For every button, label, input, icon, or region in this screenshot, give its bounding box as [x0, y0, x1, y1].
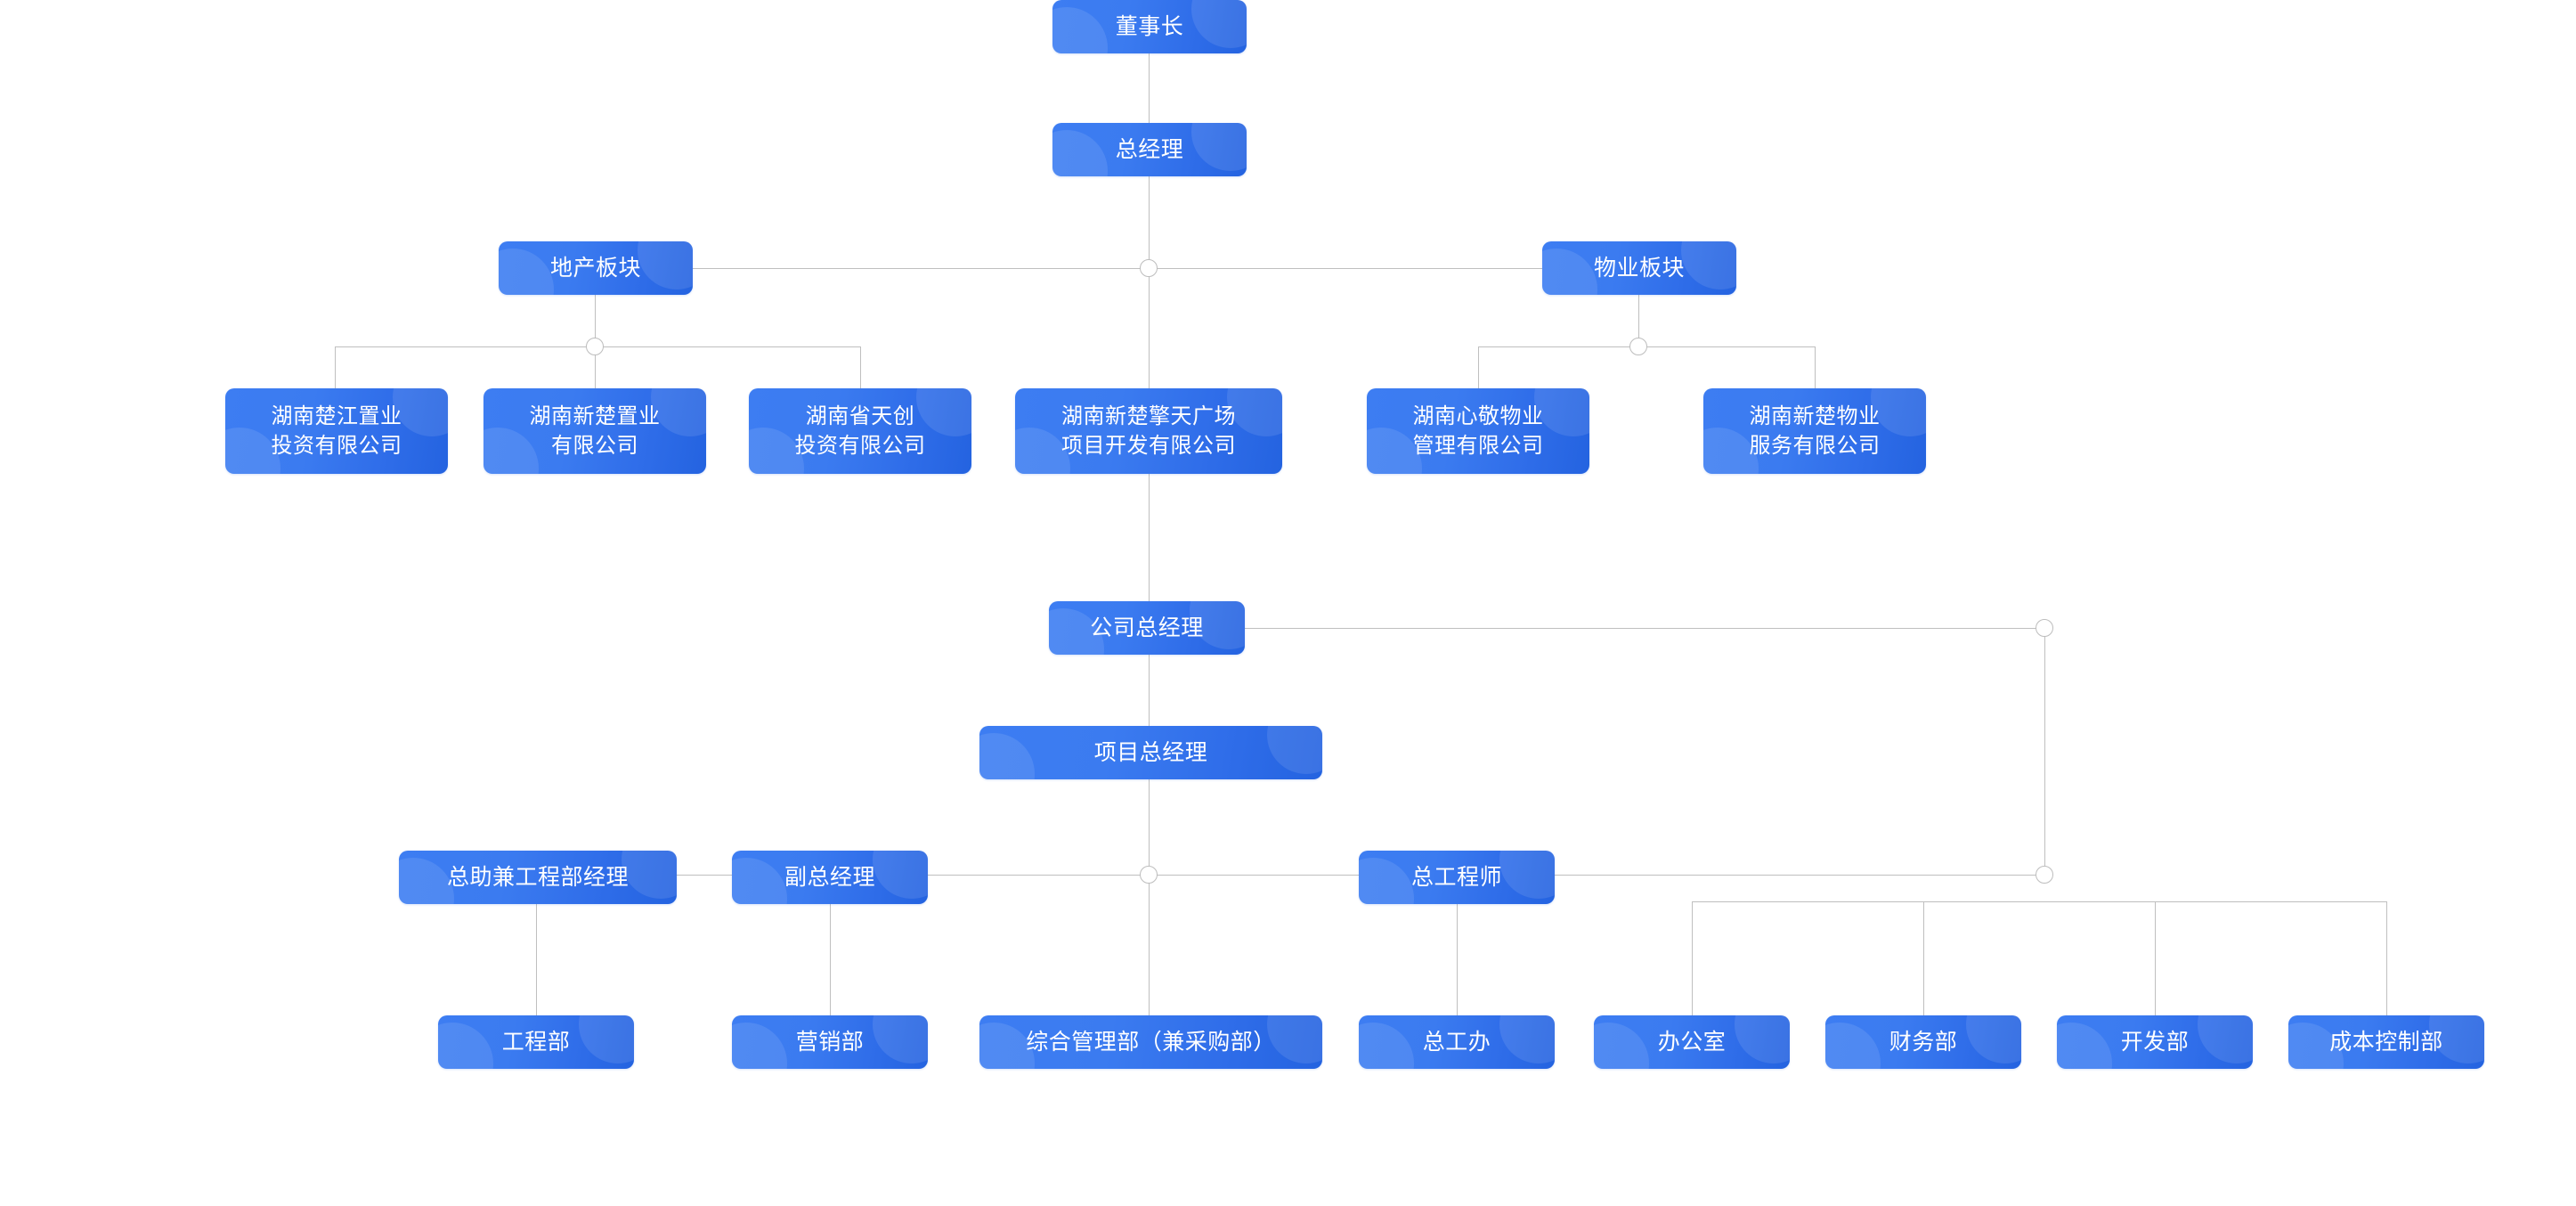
node-property-division-label: 物业板块: [1593, 255, 1685, 281]
node-chief-engineer[interactable]: 总工程师: [1359, 851, 1555, 904]
junction-division-bus: [1140, 259, 1158, 277]
connector-stub-chujiang: [335, 346, 336, 388]
connector-stub-finance: [1923, 901, 1924, 1015]
connector-stub-chief-eng-office: [1457, 904, 1458, 1015]
connector-stub-development: [2155, 901, 2156, 1015]
node-deputy-gm[interactable]: 副总经理: [732, 851, 928, 904]
connector-company-gm-right-bus: [1149, 628, 2044, 629]
junction-right-branch-top: [2036, 619, 2053, 637]
node-chief-engineer-label: 总工程师: [1410, 864, 1502, 890]
node-dept-engineering-label: 工程部: [501, 1029, 571, 1055]
node-company-tianchuang-label: 湖南省天创 投资有限公司: [794, 403, 926, 458]
connector-real-estate-drop: [595, 268, 596, 346]
connector-stub-xinchu-wuye: [1815, 346, 1816, 388]
node-deputy-gm-label: 副总经理: [784, 864, 875, 890]
node-company-xinchu-zhiye[interactable]: 湖南新楚置业 有限公司: [484, 388, 706, 474]
node-dept-cost-control-label: 成本控制部: [2329, 1029, 2443, 1055]
node-dept-office[interactable]: 办公室: [1594, 1015, 1790, 1069]
junction-manager-bus: [1140, 866, 1158, 884]
connector-gm-to-division-bus: [1149, 176, 1150, 268]
node-general-manager-label: 总经理: [1115, 136, 1184, 162]
node-dept-marketing-label: 营销部: [795, 1029, 865, 1055]
node-company-chujiang-label: 湖南楚江置业 投资有限公司: [271, 403, 402, 458]
node-company-xinchu-wuye-label: 湖南新楚物业 服务有限公司: [1749, 403, 1881, 458]
node-dept-cost-control[interactable]: 成本控制部: [2288, 1015, 2484, 1069]
node-dept-general-admin-label: 综合管理部（兼采购部）: [1026, 1029, 1276, 1055]
node-dept-finance-label: 财务部: [1889, 1029, 1958, 1055]
node-company-xinjing[interactable]: 湖南心敬物业 管理有限公司: [1367, 388, 1589, 474]
connector-stub-xinchu-zhiye: [595, 346, 596, 388]
connector-stub-engineering: [536, 904, 537, 1015]
connector-chairman-to-gm: [1149, 53, 1150, 123]
junction-property-bus: [1629, 338, 1647, 355]
node-assistant-eng-manager-label: 总助兼工程部经理: [446, 864, 629, 890]
node-chairman[interactable]: 董事长: [1052, 0, 1247, 53]
node-dept-marketing[interactable]: 营销部: [732, 1015, 928, 1069]
node-dept-general-admin[interactable]: 综合管理部（兼采购部）: [979, 1015, 1322, 1069]
node-company-gm-label: 公司总经理: [1090, 615, 1204, 640]
node-company-qingtian[interactable]: 湖南新楚擎天广场 项目开发有限公司: [1015, 388, 1282, 474]
junction-real-estate-bus: [586, 338, 604, 355]
connector-project-gm-to-manager-bus: [1149, 779, 1150, 875]
node-real-estate-division[interactable]: 地产板块: [499, 241, 693, 295]
node-company-xinchu-zhiye-label: 湖南新楚置业 有限公司: [529, 403, 661, 458]
node-project-gm-label: 项目总经理: [1093, 739, 1208, 765]
node-real-estate-division-label: 地产板块: [549, 255, 641, 281]
node-dept-engineering[interactable]: 工程部: [438, 1015, 634, 1069]
node-project-gm[interactable]: 项目总经理: [979, 726, 1322, 779]
connector-stub-xinjing: [1478, 346, 1479, 388]
node-property-division[interactable]: 物业板块: [1542, 241, 1736, 295]
node-company-gm[interactable]: 公司总经理: [1049, 601, 1245, 655]
node-company-chujiang[interactable]: 湖南楚江置业 投资有限公司: [225, 388, 448, 474]
node-chairman-label: 董事长: [1115, 13, 1184, 39]
connector-right-dept-bus: [1692, 901, 2386, 902]
node-dept-chief-eng-office-label: 总工办: [1422, 1029, 1491, 1055]
node-dept-finance[interactable]: 财务部: [1825, 1015, 2021, 1069]
connector-right-branch-vertical: [2044, 628, 2045, 875]
node-company-xinjing-label: 湖南心敬物业 管理有限公司: [1412, 403, 1544, 458]
connector-stub-qingtian: [1149, 346, 1150, 388]
connector-stub-tianchuang: [860, 346, 861, 388]
node-assistant-eng-manager[interactable]: 总助兼工程部经理: [399, 851, 677, 904]
node-dept-office-label: 办公室: [1657, 1029, 1727, 1055]
node-dept-chief-eng-office[interactable]: 总工办: [1359, 1015, 1555, 1069]
junction-right-branch-bottom: [2036, 866, 2053, 884]
node-company-xinchu-wuye[interactable]: 湖南新楚物业 服务有限公司: [1703, 388, 1926, 474]
connector-stub-cost-control: [2386, 901, 2387, 1015]
connector-stub-office: [1692, 901, 1693, 1015]
node-dept-development-label: 开发部: [2120, 1029, 2190, 1055]
connector-division-bus: [595, 268, 1638, 269]
connector-property-drop: [1638, 268, 1639, 346]
node-general-manager[interactable]: 总经理: [1052, 123, 1247, 176]
node-company-tianchuang[interactable]: 湖南省天创 投资有限公司: [749, 388, 971, 474]
connector-stub-marketing: [830, 904, 831, 1015]
node-company-qingtian-label: 湖南新楚擎天广场 项目开发有限公司: [1061, 403, 1236, 458]
node-dept-development[interactable]: 开发部: [2057, 1015, 2253, 1069]
connector-company-gm-to-project-gm: [1149, 655, 1150, 726]
connector-stub-general-admin: [1149, 875, 1150, 1015]
